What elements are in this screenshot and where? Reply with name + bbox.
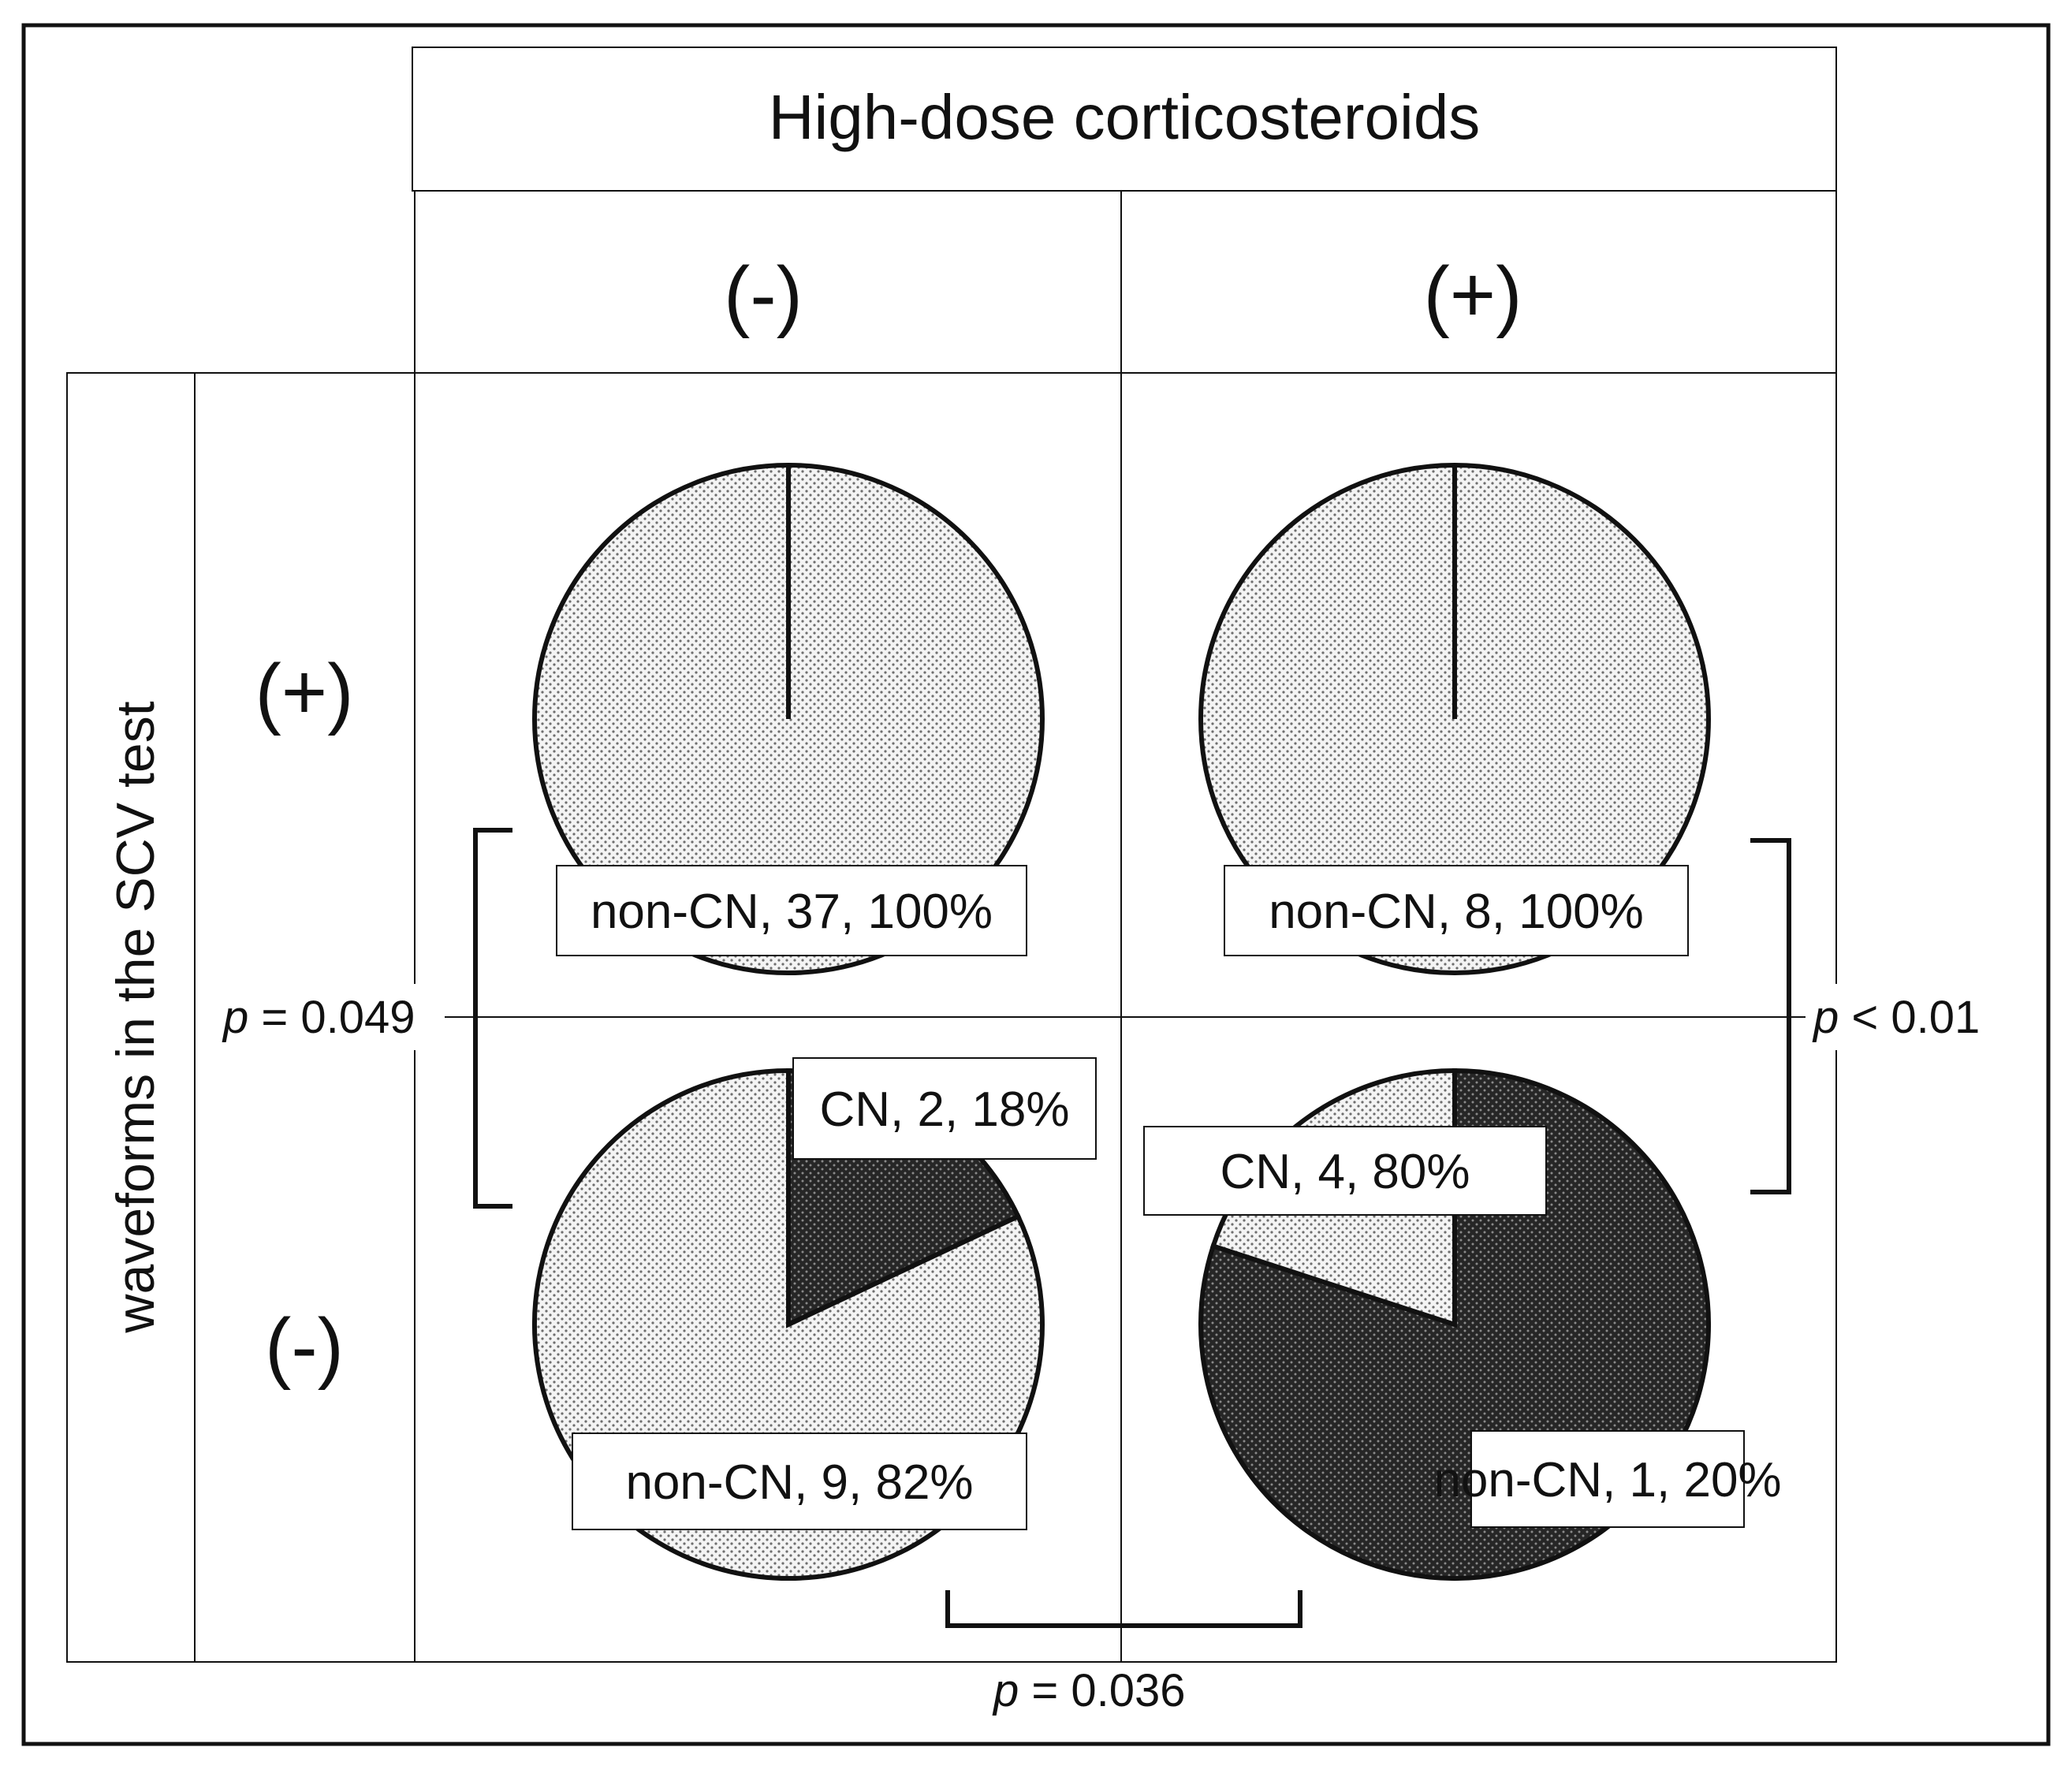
pie-4-label-non-cn: non-CN, 1, 20%: [1433, 1430, 1782, 1528]
pie-label-text: non-CN, 8, 100%: [1269, 885, 1644, 939]
pie-label-box: [572, 1433, 1027, 1530]
pvalue-bottom-bg: [982, 1664, 1234, 1723]
pvalue-left: p = 0.049: [222, 992, 416, 1043]
pie-label-box: [1143, 1126, 1547, 1216]
header-title: High-dose corticosteroids: [769, 82, 1481, 152]
pie-3-label-cn: CN, 2, 18%: [792, 1057, 1097, 1160]
side-title: waveforms in the SCV test: [106, 701, 166, 1333]
pie-label-box: [556, 865, 1027, 956]
pie-2-label-non-cn: non-CN, 8, 100%: [1224, 865, 1689, 956]
pie-1-label-non-cn: non-CN, 37, 100%: [556, 865, 1027, 956]
pie-3-label-non-cn: non-CN, 9, 82%: [572, 1433, 1027, 1530]
pvalue-right: p < 0.01: [1812, 992, 1980, 1043]
pie-label-text: non-CN, 1, 20%: [1433, 1453, 1781, 1507]
column-label-negative: (-): [724, 251, 803, 339]
pie-label-text: CN, 4, 80%: [1220, 1145, 1470, 1199]
pvalue-left-bg: [216, 984, 445, 1050]
pvalue-bottom: p = 0.036: [992, 1665, 1186, 1716]
pie-label-text: CN, 2, 18%: [819, 1082, 1069, 1137]
pvalue-right-bg: [1806, 984, 2018, 1050]
pie-label-box: [1470, 1430, 1745, 1528]
bracket-bottom: [945, 1590, 1302, 1628]
row-label-negative: (-): [265, 1302, 344, 1391]
pie-4-label-cn: CN, 4, 80%: [1143, 1126, 1547, 1216]
bracket-right: [1750, 838, 1791, 1194]
pie-labels: non-CN, 37, 100% non-CN, 8, 100% CN, 2, 18…: [556, 865, 1782, 1530]
pie-label-box: [792, 1057, 1097, 1160]
row-label-positive: (+): [255, 648, 354, 736]
pie-label-box: [1224, 865, 1689, 956]
pie-label-text: non-CN, 9, 82%: [625, 1455, 973, 1510]
bracket-left: [473, 828, 512, 1209]
pie-label-text: non-CN, 37, 100%: [591, 885, 993, 939]
column-label-positive: (+): [1424, 251, 1522, 339]
